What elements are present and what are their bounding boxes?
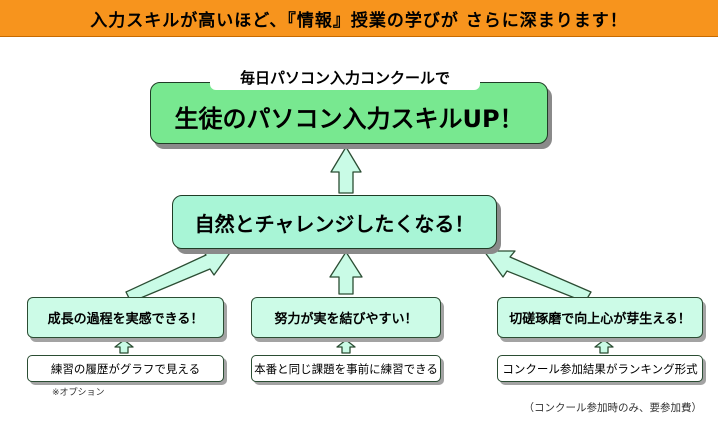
option-note: ※オプション [52,388,105,398]
benefit-box-effort: 努力が実を結びやすい！ [251,297,441,338]
feature-text: 練習の履歴がグラフで見える [50,361,201,376]
feature-box-practice: 本番と同じ課題を事前に練習できる [251,355,441,382]
feature-box-history: 練習の履歴がグラフで見える [27,355,224,382]
header-banner: 入力スキルが高いほど、『情報』授業の学びが さらに深まります！ [0,0,718,37]
benefit-box-competition: 切磋琢磨で向上心が芽生える！ [497,297,703,338]
arrow-middle-to-goal [330,146,362,194]
arrow-right-to-middle [483,250,592,303]
footnote: （コンクール参加時のみ、要参加費） [523,402,703,414]
arrow-feature3-to-benefit3 [594,339,614,354]
middle-text: 自然とチャレンジしたくなる！ [194,211,475,236]
goal-text: 生徒のパソコン入力スキルUP！ [174,104,524,133]
feature-text: 本番と同じ課題を事前に練習できる [254,361,438,376]
arrow-center-to-middle [329,251,363,295]
arrow-feature2-to-benefit2 [336,339,356,354]
goal-box: 生徒のパソコン入力スキルUP！ [150,82,548,144]
feature-text: コンクール参加結果がランキング形式 [502,361,698,376]
benefit-text: 切磋琢磨で向上心が芽生える！ [509,312,691,327]
feature-box-ranking: コンクール参加結果がランキング形式 [497,355,703,382]
goal-label: 毎日パソコン入力コンクールで [210,64,480,90]
arrow-left-to-middle [125,249,233,303]
goal-label-text: 毎日パソコン入力コンクールで [239,68,450,87]
benefit-box-growth: 成長の過程を実感できる！ [27,297,224,338]
benefit-text: 成長の過程を実感できる！ [47,312,204,327]
arrow-feature1-to-benefit1 [114,339,134,354]
middle-box: 自然とチャレンジしたくなる！ [172,195,497,249]
benefit-text: 努力が実を結びやすい！ [274,312,418,327]
header-text: 入力スキルが高いほど、『情報』授業の学びが さらに深まります！ [90,10,628,31]
